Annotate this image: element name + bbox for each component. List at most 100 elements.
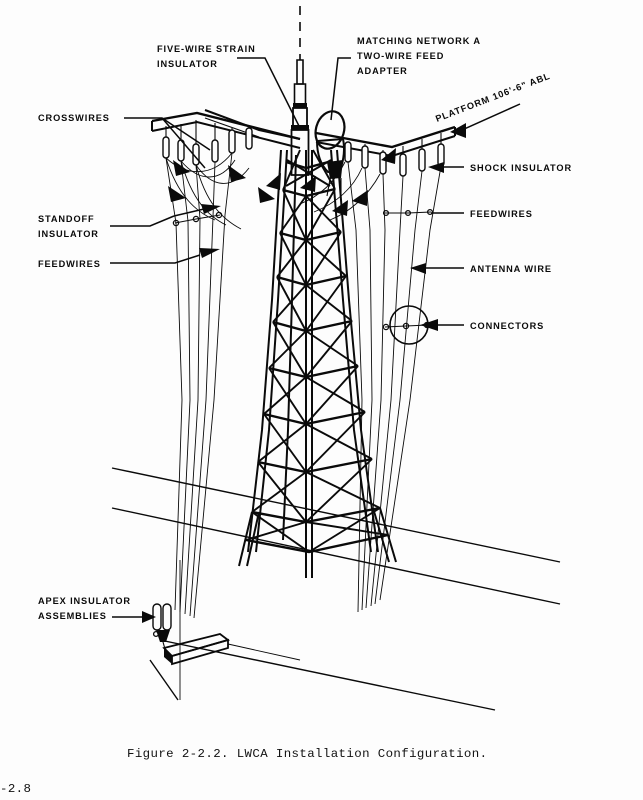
platform-group	[151, 109, 456, 158]
mast-collar-2	[291, 125, 309, 130]
leader-feedwires-left	[110, 254, 201, 264]
connector-node	[382, 323, 390, 331]
page-number: -2.8	[0, 782, 31, 796]
arrowhead	[168, 186, 186, 202]
feedwire-crossbar	[385, 211, 432, 214]
brace	[305, 195, 342, 233]
arrowhead-connectors	[420, 319, 438, 331]
brace	[272, 284, 307, 323]
shock-insulator-capsule	[418, 148, 426, 172]
arrowhead	[173, 160, 190, 176]
connector-crossbar	[384, 324, 429, 328]
base-brace	[308, 507, 381, 553]
label-crosswires: CROSSWIRES	[38, 113, 110, 123]
brace	[257, 461, 307, 523]
anchor-tail-line	[227, 643, 301, 661]
tower-bracing-right	[305, 188, 381, 523]
lattice-tower	[238, 149, 397, 578]
tower-leg-front-left	[247, 149, 282, 553]
brace	[305, 330, 359, 367]
label-apex-insulator-line1: APEX INSULATOR	[38, 596, 131, 606]
brace	[305, 188, 336, 241]
anchor-block-side	[171, 638, 229, 666]
shock-insulator-capsule	[344, 141, 352, 163]
label-five-wire-strain-insulator-line2: INSULATOR	[157, 59, 218, 69]
platform-left-arm-top	[151, 111, 301, 141]
apex-insulator-capsule	[162, 603, 172, 631]
ground-line	[111, 467, 561, 563]
crosswire	[180, 159, 236, 178]
mast-section-lower	[290, 129, 310, 176]
mast-collar-1	[293, 103, 307, 108]
brace	[305, 376, 366, 413]
platform-rear-arm	[204, 109, 301, 140]
tower-leg-front-left-inner	[255, 149, 288, 553]
tower-belt	[257, 457, 373, 474]
feedwire	[165, 157, 183, 611]
brace	[272, 321, 307, 378]
tower-leg-front-right-inner	[330, 149, 372, 553]
brace	[276, 276, 307, 332]
tower-belt	[285, 159, 333, 170]
label-feedwires-right: FEEDWIRES	[470, 209, 533, 219]
platform-left-arm-bottom	[151, 120, 301, 149]
leader-platform	[461, 103, 521, 131]
connector-node	[192, 215, 200, 223]
arrowhead	[300, 176, 316, 192]
connector-node	[404, 209, 412, 217]
arrowhead-standoff	[201, 204, 221, 214]
figure-caption: Figure 2-2.2. LWCA Installation Configur…	[127, 747, 487, 761]
brace	[305, 275, 347, 332]
arrowhead	[332, 200, 348, 216]
feedwire	[184, 164, 201, 615]
brace	[279, 195, 307, 234]
base-brace	[245, 521, 307, 541]
arrowhead	[381, 148, 396, 164]
base-leg	[372, 507, 390, 563]
matching-network-assembly	[314, 110, 346, 197]
crosswire	[165, 152, 233, 173]
crosswire	[165, 157, 216, 221]
standoff-crossbar	[174, 214, 221, 224]
label-matching-network-line1: MATCHING NETWORK A	[357, 36, 481, 46]
mast-group	[290, 6, 310, 176]
apex-shackle	[156, 630, 170, 642]
base-brace	[305, 521, 389, 536]
tower-top-bracing	[282, 149, 336, 191]
matching-network-lead-a	[326, 178, 331, 197]
brace	[282, 189, 307, 241]
label-standoff-insulator-line2: INSULATOR	[38, 229, 99, 239]
leader-five-wire-strain	[237, 57, 300, 127]
arrowhead	[266, 173, 281, 190]
arrowhead	[258, 187, 275, 203]
brace	[268, 330, 307, 369]
shock-insulator-capsule	[245, 127, 253, 150]
connector-node	[215, 211, 223, 219]
brace	[305, 471, 381, 509]
shock-insulator-capsule	[228, 129, 236, 154]
feedwire	[189, 161, 216, 617]
brace	[305, 231, 342, 286]
feedwire	[193, 152, 233, 619]
connector-node	[426, 208, 434, 216]
brace	[251, 471, 307, 513]
ground-line	[159, 639, 496, 711]
crosswire	[195, 164, 250, 184]
matching-network-body	[314, 110, 346, 150]
shock-insulator-capsule	[361, 145, 369, 169]
antenna-wire	[347, 161, 363, 613]
brace	[276, 239, 307, 278]
arrowhead-feedwires-left	[199, 248, 220, 258]
brace	[268, 367, 307, 425]
label-five-wire-strain-insulator-line1: FIVE-WIRE STRAIN	[157, 44, 256, 54]
label-shock-insulator: SHOCK INSULATOR	[470, 163, 572, 173]
platform-right-arm-top	[315, 125, 456, 149]
ground-plane	[111, 467, 561, 711]
tower-bracing-left	[251, 189, 307, 523]
arrowhead-shock-insulator	[428, 162, 444, 173]
label-connectors: CONNECTORS	[470, 321, 544, 331]
label-feedwires-left: FEEDWIRES	[38, 259, 101, 269]
base-brace	[251, 511, 310, 553]
